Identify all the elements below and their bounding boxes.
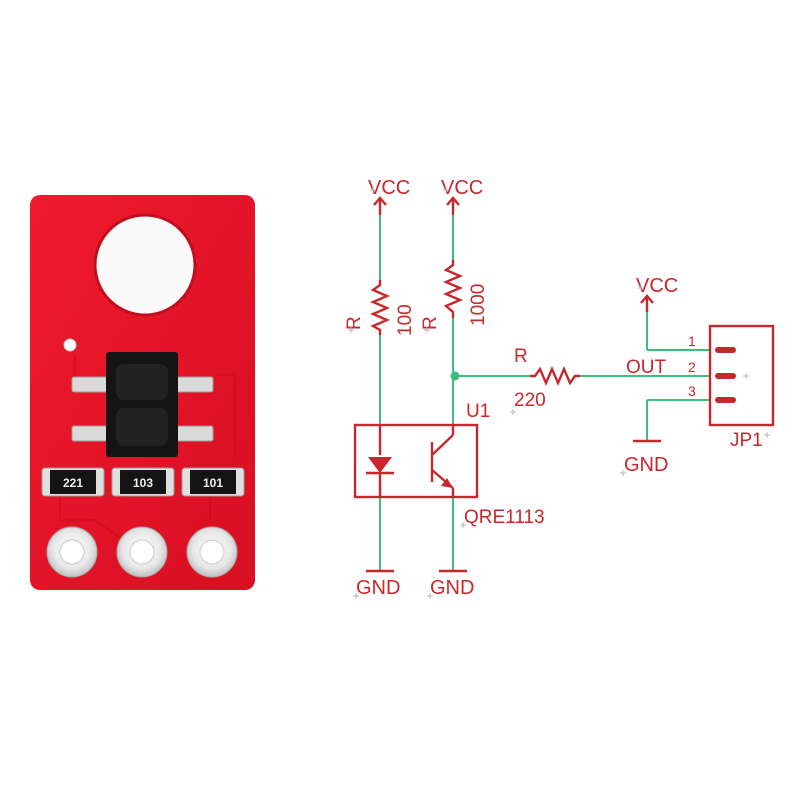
r3-value: 220: [514, 390, 546, 411]
resistor-r2: R 1000: [420, 260, 489, 330]
vcc-symbol-1: VCC: [368, 177, 410, 215]
sensor-detector-window: [116, 408, 168, 446]
schematic: VCC VCC VCC R 100 R 1000 R 220: [344, 177, 775, 599]
resistor-right-marking: 101: [203, 476, 223, 490]
r1-value: 100: [395, 304, 416, 336]
vcc-symbol-2: VCC: [441, 177, 483, 215]
gnd-label-1: GND: [356, 577, 400, 599]
jp1-ref: JP1: [730, 430, 763, 451]
header-pads: [46, 526, 238, 578]
smd-resistor-mid: 103: [111, 467, 175, 497]
gnd-label-2: GND: [430, 577, 474, 599]
jp1-pin3: 3: [688, 383, 696, 399]
r2-value: 1000: [468, 284, 489, 326]
via-marker: [63, 338, 77, 352]
jp1-pin2: 2: [688, 359, 696, 375]
vcc-label-1: VCC: [368, 177, 410, 199]
vcc-label-3: VCC: [636, 275, 678, 297]
resistor-left-marking: 221: [63, 476, 83, 490]
led-diode-symbol: [368, 457, 392, 473]
mounting-hole: [93, 213, 197, 317]
resistor-r1: R 100: [344, 280, 416, 336]
resistor-r3: R 220: [514, 346, 580, 411]
jp1-pin1: 1: [688, 333, 696, 349]
gnd-symbol-1: GND: [356, 569, 400, 599]
gnd-symbol-3: GND: [624, 439, 668, 476]
u1-qre1113: U1 QRE1113: [353, 401, 545, 528]
net-label-out: OUT: [626, 357, 667, 378]
r1-ref: R: [344, 316, 365, 330]
schematic-wires: [379, 215, 710, 570]
smd-resistor-right: 101: [181, 467, 245, 497]
gnd-symbol-2: GND: [430, 569, 474, 599]
origin-markers: [348, 187, 770, 599]
resistor-mid-marking: 103: [133, 476, 153, 490]
r2-ref: R: [420, 316, 441, 330]
gnd-label-3: GND: [624, 454, 668, 476]
r3-ref: R: [514, 346, 528, 367]
sensor-emitter-window: [116, 364, 168, 400]
u1-part: QRE1113: [464, 507, 545, 528]
pcb-board: 221 103 101: [30, 195, 255, 590]
vcc-label-2: VCC: [441, 177, 483, 199]
vcc-symbol-3: VCC: [636, 275, 678, 312]
junction-dot: [450, 371, 460, 381]
jp1-connector: 1 2 3 JP1: [688, 324, 775, 451]
u1-ref: U1: [466, 401, 490, 422]
smd-resistor-left: 221: [41, 467, 105, 497]
